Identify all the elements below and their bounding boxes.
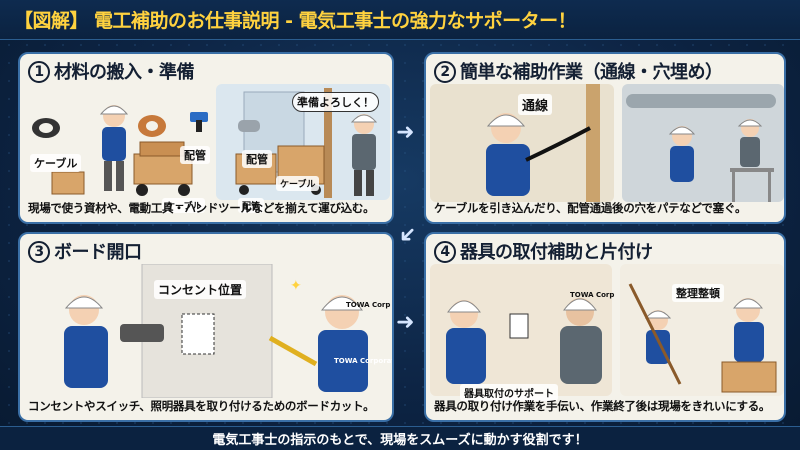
title-tag: 【図解】: [14, 10, 89, 32]
helmet-logo: TOWA Corp: [346, 301, 391, 309]
panel-caption: 現場で使う資材や、電動工具・ハンドツールなどを揃えて運び込む。: [28, 201, 375, 215]
worker-pulling-cable: [486, 113, 591, 196]
uniform-logo: TOWA Corporation: [334, 357, 394, 365]
box-label-pipe: 配管: [238, 198, 265, 213]
worker-packing-tools: [721, 298, 777, 393]
label-wiring: 通線: [518, 94, 553, 115]
hand-cart: [133, 141, 193, 196]
worker-sweeping: [628, 283, 682, 385]
assist-work-illustration: [430, 84, 784, 202]
cutting-tool-icon: [120, 324, 164, 342]
worker-cutting-board: [64, 295, 164, 388]
speech-bubble: 準備よろしく！: [292, 92, 379, 112]
page-title: 電工補助のお仕事説明 - 電気工事士の強力なサポーター！: [94, 10, 577, 32]
box-label-cable-2: ケーブル: [162, 198, 206, 213]
title-bar: 【図解】 電工補助のお仕事説明 - 電気工事士の強力なサポーター！: [0, 0, 800, 40]
cable-coil-icon: [32, 118, 60, 138]
electrician-worker: [560, 298, 602, 384]
label-pipe: 配管: [180, 146, 210, 164]
drill-tool-icon: [190, 112, 208, 132]
label-tidy-up: 整理整頓: [672, 284, 724, 302]
copper-coil-icon: [138, 115, 166, 137]
box-label-cable: ケーブル: [276, 176, 320, 191]
fixture-install-illustration: [430, 264, 784, 396]
step-number: 2: [434, 61, 456, 83]
sparkle-icon: ✦: [290, 278, 302, 294]
footer-text: 電気工事士の指示のもとで、現場をスムーズに動かす役割です！: [212, 433, 588, 448]
switch-plate-icon: [509, 313, 529, 339]
label-outlet-position: コンセント位置: [154, 280, 247, 299]
footer-banner: 電気工事士の指示のもとで、現場をスムーズに動かす役割です！: [0, 426, 800, 450]
helper-worker: [446, 300, 486, 384]
label-pipe-2: 配管: [242, 150, 272, 168]
label-fixture-support: 器具取付のサポート: [460, 384, 558, 401]
foreman-worker: [350, 114, 378, 196]
broom-icon: [628, 283, 682, 385]
step-number: 4: [434, 241, 456, 263]
pipe-icon: [238, 120, 260, 132]
tape-measure-icon: [268, 335, 318, 367]
arrow-right-icon-2: ➜: [396, 310, 415, 335]
panel-caption: コンセントやスイッチ、照明器具を取り付けるためのボードカット。: [28, 399, 375, 413]
worker-on-scaffold: [730, 119, 774, 202]
arrow-right-icon: ➜: [396, 120, 415, 145]
step-number: 3: [28, 241, 50, 263]
outlet-cutout: [181, 313, 215, 355]
helmet-logo: TOWA Corp: [570, 291, 615, 299]
toolbox-icon: [721, 361, 777, 393]
label-cable: ケーブル: [30, 154, 82, 172]
step-number: 1: [28, 61, 50, 83]
duct-pipe: [626, 94, 776, 108]
worker-measuring: [268, 295, 368, 392]
panel-caption: ケーブルを引き込んだり、配管通過後の穴をパテなどで塞ぐ。: [434, 201, 747, 215]
worker-carrying-materials: [99, 105, 129, 191]
panel-caption: 器具の取り付け作業を手伝い、作業終了後は現場をきれいにする。: [434, 399, 771, 413]
worker-filling-hole: [668, 126, 696, 182]
